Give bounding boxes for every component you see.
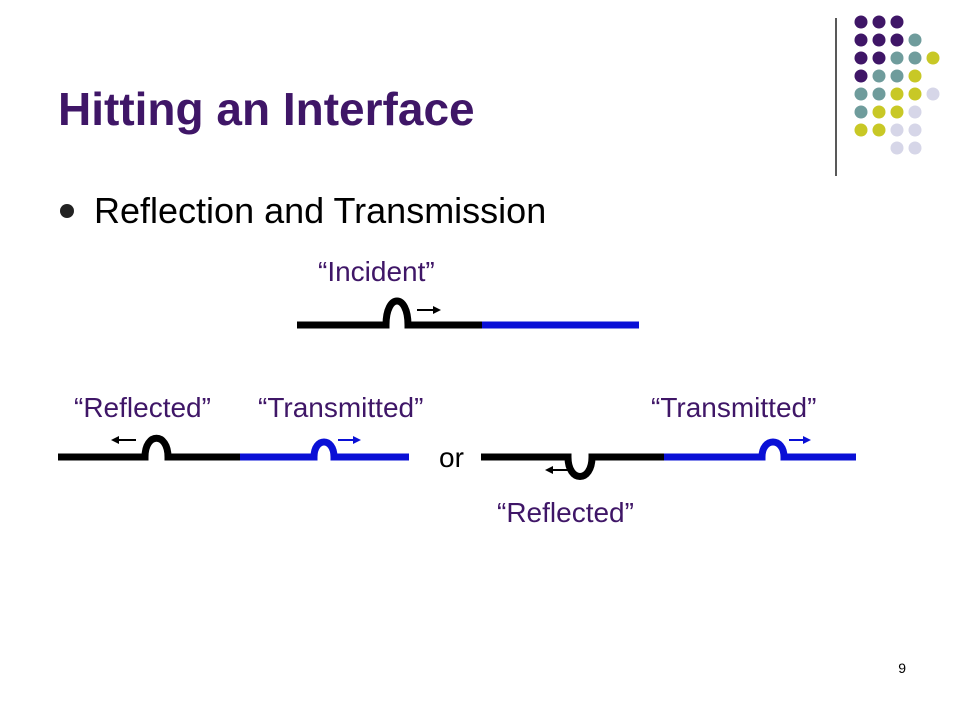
decorative-dot [854,69,868,83]
label-reflected-left: “Reflected” [74,392,211,423]
case-two-light-string [481,453,664,480]
decorative-dot [854,33,868,47]
case-one-heavy-string [240,438,409,461]
incident-string [297,297,639,329]
case-one-light-string [58,434,240,461]
decorative-dot [908,69,922,83]
decorative-dot [872,51,886,65]
decorative-dot [854,105,868,119]
decorative-dot [908,141,922,155]
incident-light-string [297,297,482,329]
arrow-right-icon [338,436,361,444]
arrow-left-icon [545,466,569,474]
dot-grid-logo [854,15,940,155]
decorative-dot [854,15,868,29]
decorative-dot [890,51,904,65]
decorative-dot [890,87,904,101]
bullet-text: Reflection and Transmission [94,190,547,231]
bullet-dot-icon [60,204,74,218]
label-transmitted-right: “Transmitted” [651,392,817,423]
case-two-heavy-string [664,438,856,461]
decorative-dot [908,123,922,137]
decorative-dot [890,141,904,155]
decorative-dot [854,87,868,101]
label-reflected-right: “Reflected” [497,497,634,528]
decorative-dot [872,87,886,101]
label-transmitted-left: “Transmitted” [258,392,424,423]
decorative-dot [872,15,886,29]
label-or: or [439,442,464,473]
label-incident: “Incident” [318,256,435,287]
decorative-dot [926,51,940,65]
page-number: 9 [898,660,906,676]
case-two-string [481,436,856,480]
decorative-dot [890,123,904,137]
arrow-right-icon [789,436,811,444]
decorative-dot [872,123,886,137]
decorative-dot [890,33,904,47]
decorative-dot [908,51,922,65]
decorative-dot [908,105,922,119]
decorative-dot [872,33,886,47]
decorative-dot [890,15,904,29]
decorative-dot [890,105,904,119]
decorative-dot [926,87,940,101]
slide-title: Hitting an Interface [58,83,475,135]
decorative-dot [854,51,868,65]
decorative-dot [872,69,886,83]
decorative-dot [908,33,922,47]
case-one-string [58,434,409,461]
decorative-dot [890,69,904,83]
decorative-dot [872,105,886,119]
decorative-dot [908,87,922,101]
decorative-dot [854,123,868,137]
arrow-left-icon [111,436,136,444]
arrow-right-icon [417,306,441,314]
